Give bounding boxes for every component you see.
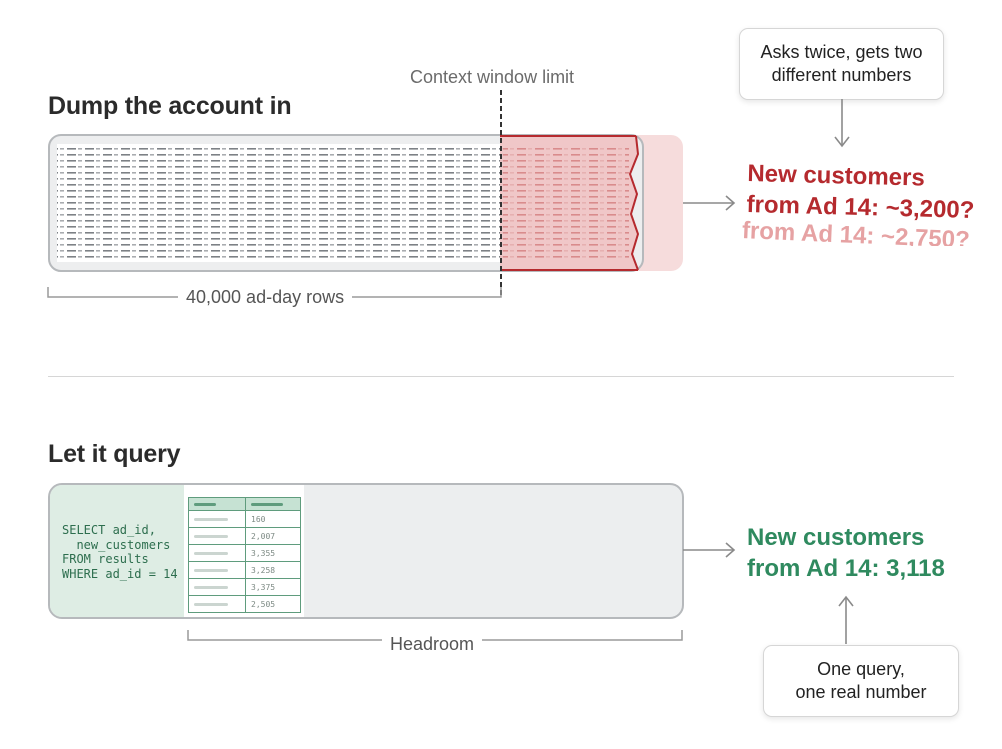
table-row: 2,007	[188, 527, 301, 545]
table-cell: 2,505	[245, 595, 301, 613]
result-pane: 160 2,007 3,355 3,258 3,375 2,505	[184, 485, 304, 617]
data-dump-panel	[48, 134, 688, 274]
data-dump-graphic	[48, 134, 683, 272]
sql-line: WHERE ad_id = 14	[62, 566, 178, 581]
table-header	[188, 497, 301, 511]
sql-line: SELECT ad_id,	[62, 523, 156, 537]
section-divider	[48, 376, 954, 377]
sql-pane: SELECT ad_id, new_customers FROM results…	[50, 485, 184, 617]
table-row: 3,258	[188, 561, 301, 579]
result-table: 160 2,007 3,355 3,258 3,375 2,505	[188, 497, 301, 613]
section-title-query: Let it query	[48, 440, 181, 468]
table-row: 2,505	[188, 595, 301, 613]
table-cell: 3,375	[245, 578, 301, 596]
context-limit-line	[500, 90, 502, 295]
callout-one-query: One query, one real number	[763, 645, 959, 717]
arrow-down-icon	[834, 99, 850, 148]
table-cell: 3,258	[245, 561, 301, 579]
arrow-right-icon	[683, 542, 736, 558]
table-cell: 160	[245, 510, 301, 528]
callout-line: one real number	[795, 682, 927, 702]
callout-line: different numbers	[771, 65, 912, 85]
table-cell: 3,355	[245, 544, 301, 562]
exact-answer: New customers from Ad 14: 3,118	[747, 522, 945, 584]
rows-label: 40,000 ad-day rows	[178, 287, 353, 308]
arrow-right-icon	[683, 195, 736, 211]
query-panel: SELECT ad_id, new_customers FROM results…	[48, 483, 684, 619]
headroom-label: Headroom	[382, 634, 483, 655]
sql-line: new_customers	[62, 537, 171, 552]
table-row: 3,375	[188, 578, 301, 596]
ghost-answer-wrap: from Ad 14: ~2,750?	[742, 216, 992, 246]
answer-line: from Ad 14: 3,118	[747, 555, 945, 582]
ghost-answer: from Ad 14: ~2,750?	[742, 217, 971, 246]
callout-line: One query,	[817, 659, 905, 679]
uncertain-answer: New customers from Ad 14: ~3,200?	[746, 158, 997, 224]
context-limit-label: Context window limit	[410, 67, 575, 87]
table-cell: 2,007	[245, 527, 301, 545]
table-row: 160	[188, 510, 301, 528]
section-title-dump: Dump the account in	[48, 92, 292, 120]
answer-line: New customers	[747, 524, 925, 551]
callout-asks-twice: Asks twice, gets two different numbers	[739, 28, 944, 100]
sql-line: FROM results	[62, 552, 149, 566]
callout-line: Asks twice, gets two	[760, 42, 923, 62]
arrow-up-icon	[838, 595, 854, 644]
table-row: 3,355	[188, 544, 301, 562]
